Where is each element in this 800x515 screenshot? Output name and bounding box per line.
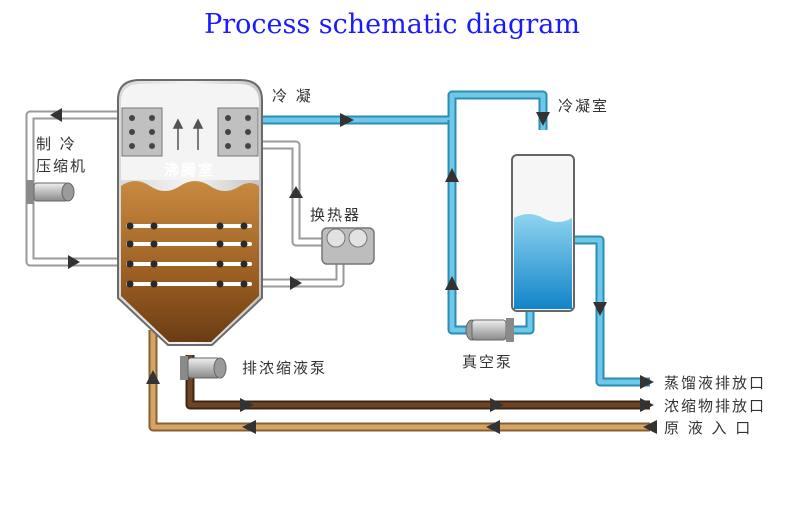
arrow-icon <box>289 186 303 198</box>
arrow-icon <box>146 370 160 384</box>
compressor-icon <box>26 180 75 204</box>
arrow-icon <box>536 112 550 126</box>
raw-inlet-pipe <box>148 330 650 432</box>
label-vacuum-pump: 真空泵 <box>462 353 513 371</box>
vacuum-pump-icon <box>465 318 514 342</box>
arrow-icon <box>242 420 256 434</box>
label-compressor-line1: 制 冷 <box>36 135 77 153</box>
label-raw-inlet: 原 液 入 口 <box>664 419 752 437</box>
label-concentrate-pump: 排浓缩液泵 <box>242 359 327 377</box>
label-condenser: 冷凝室 <box>558 97 609 115</box>
condenser-tank <box>511 154 575 312</box>
arrow-icon <box>50 108 62 122</box>
label-condense: 冷 凝 <box>272 87 313 105</box>
arrow-icon <box>240 398 254 412</box>
arrow-icon <box>340 113 354 127</box>
evaporator-vessel <box>117 79 263 346</box>
arrow-icon <box>68 255 80 269</box>
page-title: Process schematic diagram <box>204 9 580 40</box>
label-concentrate-outlet: 浓缩物排放口 <box>664 397 766 415</box>
arrow-icon <box>640 398 654 412</box>
arrow-icon <box>640 375 654 389</box>
arrow-icon <box>290 276 302 290</box>
condensate-pipe <box>262 90 650 387</box>
arrow-icon <box>593 302 607 316</box>
label-boiling-chamber: 沸腾室 <box>164 161 215 179</box>
label-compressor-line2: 压缩机 <box>36 157 87 175</box>
arrow-icon <box>445 276 459 290</box>
heat-exchanger <box>321 227 375 265</box>
label-distillate-outlet: 蒸馏液排放口 <box>664 374 766 392</box>
arrow-icon <box>490 398 504 412</box>
concentrate-pump-icon <box>180 356 227 380</box>
arrow-icon <box>445 168 459 182</box>
label-heat-exchanger: 换热器 <box>310 206 361 224</box>
arrow-icon <box>643 420 657 434</box>
arrow-icon <box>486 420 500 434</box>
